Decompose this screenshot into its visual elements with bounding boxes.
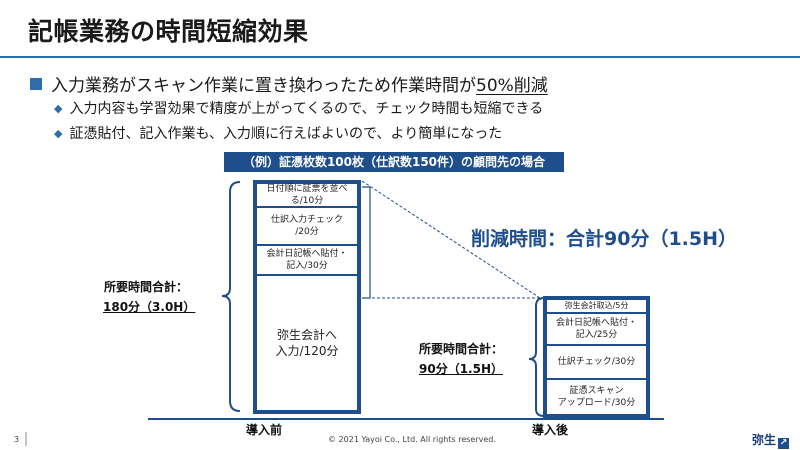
sub-bullet: ◆ 証憑貼付、記入作業も、入力順に行えばよいので、より簡単になった [54,123,502,143]
page-title: 記帳業務の時間短縮効果 [28,17,309,46]
example-banner: （例）証憑枚数100枚（仕訳数150件）の顧問先の場合 [224,152,564,172]
after-box-ledger: 会計日記帳へ貼付・ 記入/25分 [545,312,648,346]
logo-mark-icon: ↗ [778,438,790,449]
sub-bullet-text: 入力内容も学習効果で精度が上がってくるので、チェック時間も短縮できる [69,101,544,117]
box-label: 弥生会計取込/5分 [564,300,629,310]
main-bullet-text: 入力業務がスキャン作業に置き換わったため作業時間が [51,76,476,96]
before-total-label: 所要時間合計： [104,280,189,294]
sub-bullet-text: 証憑貼付、記入作業も、入力順に行えばよいので、より簡単になった [69,126,503,142]
before-stack: 日付順に証票を並べる/10分 仕訳入力チェック /20分 会計日記帳へ貼付・ 記… [253,180,361,414]
before-box-sort: 日付順に証票を並べる/10分 [255,182,359,208]
title-divider [0,56,800,58]
box-label: 日付順に証票を並べる/10分 [266,183,348,206]
box-label: 証憑スキャン [569,385,624,396]
box-label: 記入/25分 [575,330,618,340]
main-bullet-emphasis: 50%削減 [476,76,548,96]
box-label: 記入/30分 [286,261,328,271]
box-label: 仕訳入力チェック [270,214,343,225]
before-axis-label: 導入前 [246,423,283,437]
box-label: 弥生会計へ [276,327,337,342]
page-number: 3 [14,435,20,444]
brace-before [221,181,241,412]
dashed-connector-top [361,180,541,299]
main-bullet: 入力業務がスキャン作業に置き換わったため作業時間が50%削減 [30,71,548,96]
diamond-bullet-icon: ◆ [54,102,63,115]
box-label: /20分 [295,227,319,237]
sub-bullet: ◆ 入力内容も学習効果で精度が上がってくるので、チェック時間も短縮できる [54,98,543,118]
after-total-value: 90分（1.5H） [419,362,504,376]
before-total-value: 180分（3.0H） [103,300,196,314]
before-box-check: 仕訳入力チェック /20分 [255,206,359,246]
diamond-bullet-icon: ◆ [54,127,63,140]
square-bullet-icon [30,78,42,90]
copyright: © 2021 Yayoi Co., Ltd. All rights reserv… [328,435,496,444]
logo-text: 弥生 [752,433,777,447]
brace-after [528,297,545,417]
box-label: アップロード/30分 [557,398,636,408]
box-label: 会計日記帳へ貼付・ [555,317,637,328]
after-axis-label: 導入後 [532,423,569,437]
after-box-scan: 証憑スキャン アップロード/30分 [545,378,648,416]
after-stack: 弥生会計取込/5分 会計日記帳へ貼付・ 記入/25分 仕訳チェック/30分 証憑… [543,296,650,418]
reduction-headline: 削減時間：合計90分（1.5H） [471,228,738,250]
box-label: 入力/120分 [275,344,339,358]
box-label: 会計日記帳へ貼付・ [266,248,348,259]
box-label: 仕訳チェック/30分 [557,356,636,367]
reduced-bracket [362,186,371,299]
company-logo: 弥生↗ [752,431,790,449]
after-total-label: 所要時間合計： [419,342,504,356]
before-box-input: 弥生会計へ 入力/120分 [255,274,359,412]
before-box-ledger: 会計日記帳へ貼付・ 記入/30分 [255,244,359,276]
after-box-check: 仕訳チェック/30分 [545,344,648,380]
